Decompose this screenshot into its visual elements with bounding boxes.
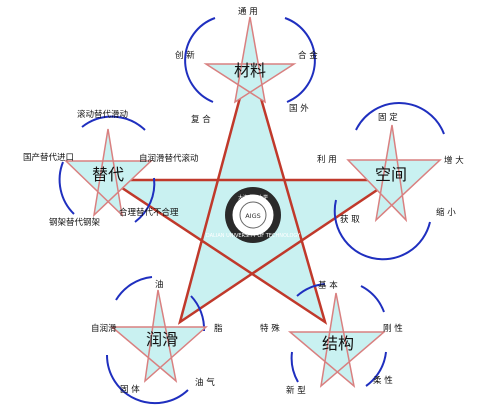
term: 自润滑替代滚动: [139, 153, 199, 164]
term: 利 用: [317, 154, 337, 165]
arc: [81, 115, 146, 131]
term: 新 型: [286, 385, 306, 396]
arc: [365, 351, 387, 387]
small-star: [64, 128, 153, 218]
node-label: 替代: [92, 165, 124, 184]
arc: [333, 199, 431, 261]
center-emblem-logo: 大连理工大学 AIGS DALIAN UNIVERSITY OF TECHNOL…: [206, 187, 301, 243]
arc: [360, 285, 385, 313]
term: 固 体: [120, 384, 140, 395]
term: 国产替代进口: [23, 152, 74, 163]
term: 钢架替代钢架: [49, 217, 101, 228]
small-star: [287, 292, 387, 388]
term: 合 金: [298, 50, 318, 61]
arc: [284, 17, 316, 103]
logo-center-text: AIGS: [245, 212, 261, 220]
arc: [58, 161, 75, 215]
term: 合理替代不合理: [119, 207, 179, 218]
arc: [290, 351, 299, 383]
arc: [184, 17, 216, 103]
arc: [115, 276, 153, 301]
logo-bottom-text: DALIAN UNIVERSITY OF TECHNOLOGY: [206, 233, 301, 239]
term: 特 殊: [260, 323, 280, 334]
node-lubrication: 润滑 油 自润滑 脂 固 体 油 气: [91, 276, 223, 405]
term: 柔 性: [373, 375, 393, 386]
arc: [134, 177, 156, 223]
small-star: [203, 16, 297, 104]
node-label: 润滑: [146, 330, 178, 349]
term: 固 定: [378, 112, 398, 123]
node-label: 结构: [322, 334, 354, 353]
node-substitution: 替代 滚动替代滑动 国产替代进口 自润滑替代滚动 钢架替代钢架 合理替代不合理: [23, 109, 199, 228]
term: 基 本: [318, 280, 338, 291]
node-structure: 结构 基 本 特 殊 刚 性 新 型 柔 性: [260, 280, 403, 396]
node-materials: 材料 通 用 创 新 合 金 复 合 国 外: [175, 6, 318, 125]
term: 获 取: [340, 214, 360, 225]
term: 增 大: [444, 155, 464, 166]
term: 自润滑: [91, 323, 117, 334]
term: 油: [155, 279, 164, 290]
term: 脂: [214, 323, 223, 334]
arc: [296, 283, 326, 297]
arc: [355, 102, 445, 135]
term: 创 新: [175, 50, 195, 61]
term: 缩 小: [436, 207, 456, 218]
term: 国 外: [289, 103, 309, 114]
small-star: [346, 124, 442, 223]
node-label: 空间: [375, 165, 407, 184]
node-label: 材料: [234, 61, 266, 80]
term: 滚动替代滑动: [77, 109, 129, 120]
term: 通 用: [238, 6, 258, 17]
node-space: 空间 固 定 利 用 增 大 获 取 缩 小: [317, 102, 464, 261]
logo-top-text: 大连理工大学: [238, 194, 268, 201]
term: 油 气: [195, 377, 215, 388]
term: 复 合: [191, 114, 211, 125]
term: 刚 性: [383, 323, 403, 334]
arc: [105, 354, 189, 405]
small-star: [109, 289, 208, 383]
